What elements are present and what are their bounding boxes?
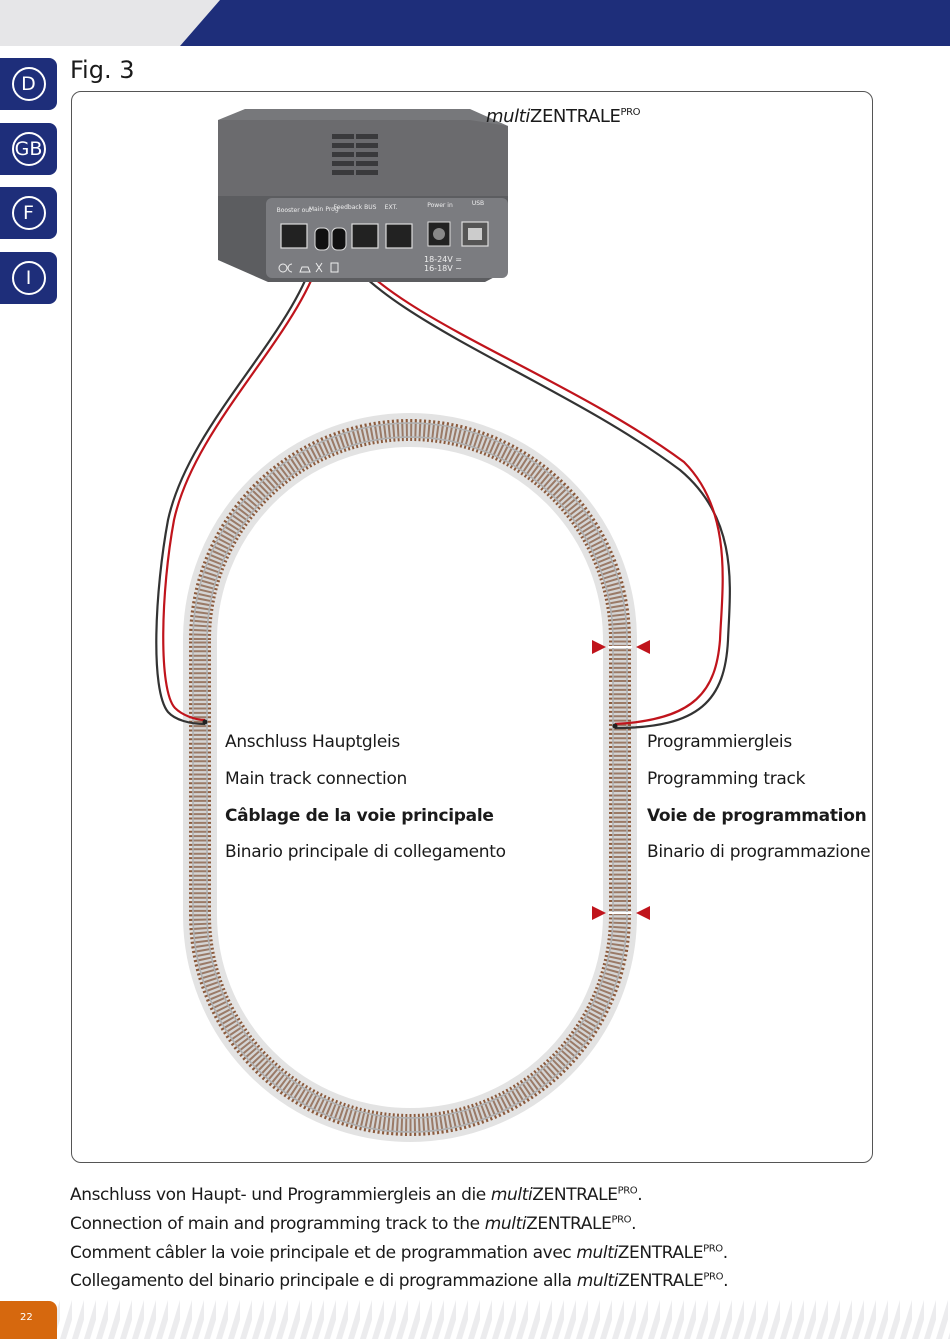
prog-track-contact [612, 723, 618, 729]
figure-frame [71, 91, 873, 1163]
lang-label: F [11, 196, 46, 230]
port-label-booster: Booster out [277, 207, 312, 214]
voltage-dc-label: 18-24V = [424, 255, 462, 264]
prog-track-wires [335, 242, 731, 730]
device-name: multiZENTRALEPRO [486, 106, 641, 127]
port-label-usb: USB [472, 200, 484, 207]
multizentrale-device [218, 109, 508, 282]
main-track-label-fr: Câblage de la voie principale [225, 806, 494, 826]
port-label-prog: Prog [325, 206, 339, 213]
port-label-power: Power in [427, 202, 453, 209]
prog-track-label-fr: Voie de programmation [647, 806, 867, 826]
isolation-marker-bottom [592, 906, 650, 920]
caption-en: Connection of main and programming track… [70, 1214, 637, 1234]
prog-track-label-it: Binario di programmazione [647, 842, 871, 862]
main-track-wires [155, 242, 326, 726]
prog-track-label-en: Programming track [647, 769, 806, 789]
port-label-feedback: Feedback BUS [334, 204, 377, 211]
page-number: 22 [20, 1312, 33, 1323]
lang-label: I [11, 261, 46, 295]
prog-track-label-de: Programmiergleis [647, 732, 792, 752]
lang-tab-i[interactable]: I [0, 252, 57, 304]
lang-tab-d[interactable]: D [0, 58, 57, 110]
voltage-ac-label: 16-18V ~ [424, 264, 462, 273]
main-track-label-de: Anschluss Hauptgleis [225, 732, 400, 752]
main-track-label-it: Binario principale di collegamento [225, 842, 506, 862]
main-track-label-en: Main track connection [225, 769, 408, 789]
port-label-ext: EXT. [385, 204, 398, 211]
port-label-main: Main [309, 206, 324, 213]
caption-it: Collegamento del binario principale e di… [70, 1271, 729, 1291]
main-track-contact [202, 719, 208, 725]
lang-label: D [11, 67, 46, 101]
isolation-marker-top [592, 640, 650, 654]
certification-icons [278, 262, 339, 273]
lang-tab-f[interactable]: F [0, 187, 57, 239]
lang-label: GB [11, 132, 46, 166]
header-bar [0, 0, 950, 46]
caption-de: Anschluss von Haupt- und Programmierglei… [70, 1185, 643, 1205]
caption-fr: Comment câbler la voie principale et de … [70, 1243, 728, 1263]
footer-band [0, 1300, 950, 1339]
figure-title: Fig. 3 [70, 56, 135, 84]
lang-tab-gb[interactable]: GB [0, 123, 57, 175]
page-number-tab [0, 1301, 57, 1339]
track-oval [183, 413, 637, 1142]
